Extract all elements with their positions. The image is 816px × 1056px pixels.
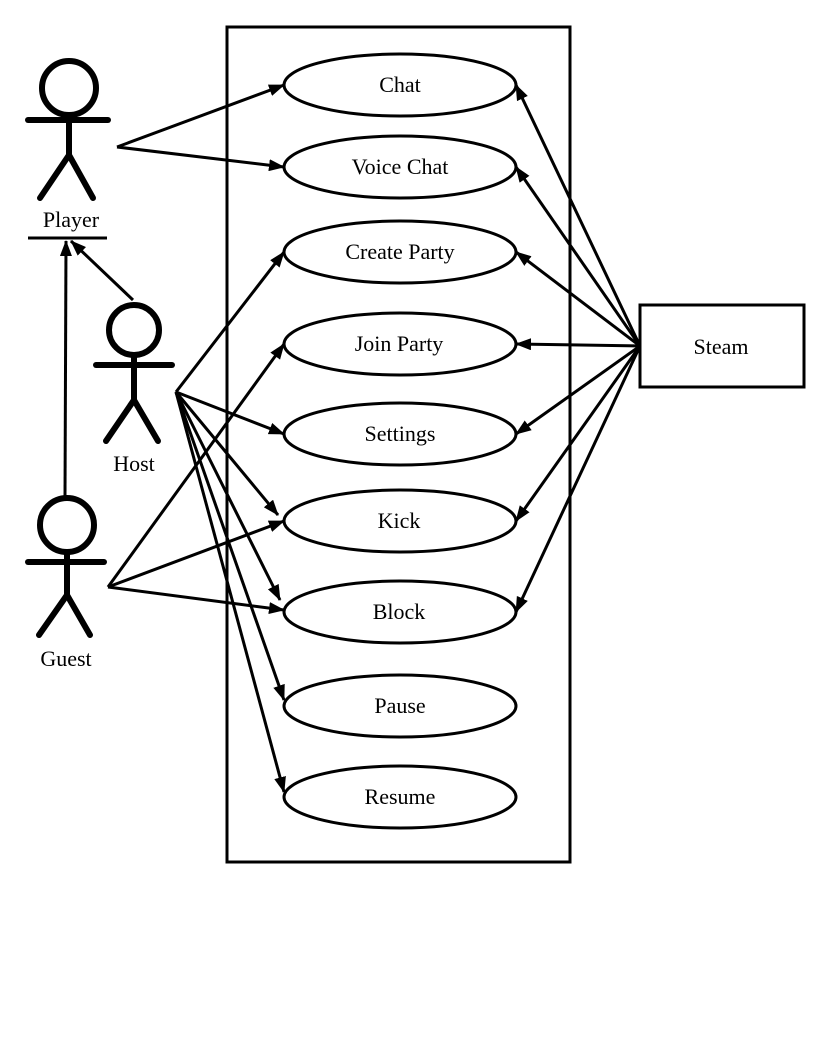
- host-to-settings: [175, 390, 285, 436]
- use-case-kick[interactable]: Kick: [282, 488, 518, 554]
- use-case-label: Block: [373, 599, 426, 624]
- host-to-resume: [174, 391, 286, 793]
- use-case-join-party[interactable]: Join Party: [282, 311, 518, 377]
- use-case-label: Join Party: [355, 331, 444, 356]
- use-case-label: Chat: [379, 72, 421, 97]
- actor-host-label: Host: [113, 451, 155, 476]
- guest-to-kick: [107, 519, 285, 589]
- use-case-settings[interactable]: Settings: [282, 401, 518, 467]
- use-case-label: Settings: [365, 421, 436, 446]
- host-generalizes-player: [69, 239, 135, 302]
- use-case-label: Create Party: [345, 239, 454, 264]
- steam-to-create-party: [515, 250, 641, 348]
- host-to-kick: [174, 391, 280, 516]
- host-to-pause: [174, 391, 286, 701]
- steam-to-voice-chat: [514, 166, 642, 347]
- guest-to-join-party: [106, 343, 286, 588]
- actor-host[interactable]: [93, 302, 175, 444]
- steam-label: Steam: [694, 334, 749, 359]
- use-case-pause[interactable]: Pause: [282, 673, 518, 739]
- use-case-block[interactable]: Block: [282, 579, 518, 645]
- use-case-chat[interactable]: Chat: [282, 52, 518, 118]
- actor-player[interactable]: [25, 58, 111, 201]
- steam-system[interactable]: Steam: [638, 303, 806, 389]
- player-to-chat: [116, 83, 285, 149]
- guest-generalizes-player: [59, 240, 72, 498]
- use-case-resume[interactable]: Resume: [282, 764, 518, 830]
- use-case-label: Kick: [378, 508, 421, 533]
- steam-to-settings: [515, 344, 641, 436]
- player-to-voice-chat: [116, 145, 285, 172]
- host-to-create-party: [174, 251, 286, 393]
- steam-to-join-party: [515, 338, 641, 351]
- use-case-voice-chat[interactable]: Voice Chat: [282, 134, 518, 200]
- use-case-label: Voice Chat: [352, 154, 449, 179]
- use-case-create-party[interactable]: Create Party: [282, 219, 518, 285]
- steam-to-kick: [514, 345, 642, 522]
- guest-to-block: [107, 585, 285, 615]
- actor-guest-label: Guest: [40, 646, 91, 671]
- actor-guest[interactable]: [25, 495, 107, 638]
- steam-to-chat: [514, 84, 642, 347]
- host-to-block: [174, 391, 282, 601]
- use-case-label: Resume: [365, 784, 436, 809]
- actor-player-label: Player: [43, 207, 100, 232]
- use-case-label: Pause: [374, 693, 425, 718]
- steam-to-block: [514, 345, 642, 613]
